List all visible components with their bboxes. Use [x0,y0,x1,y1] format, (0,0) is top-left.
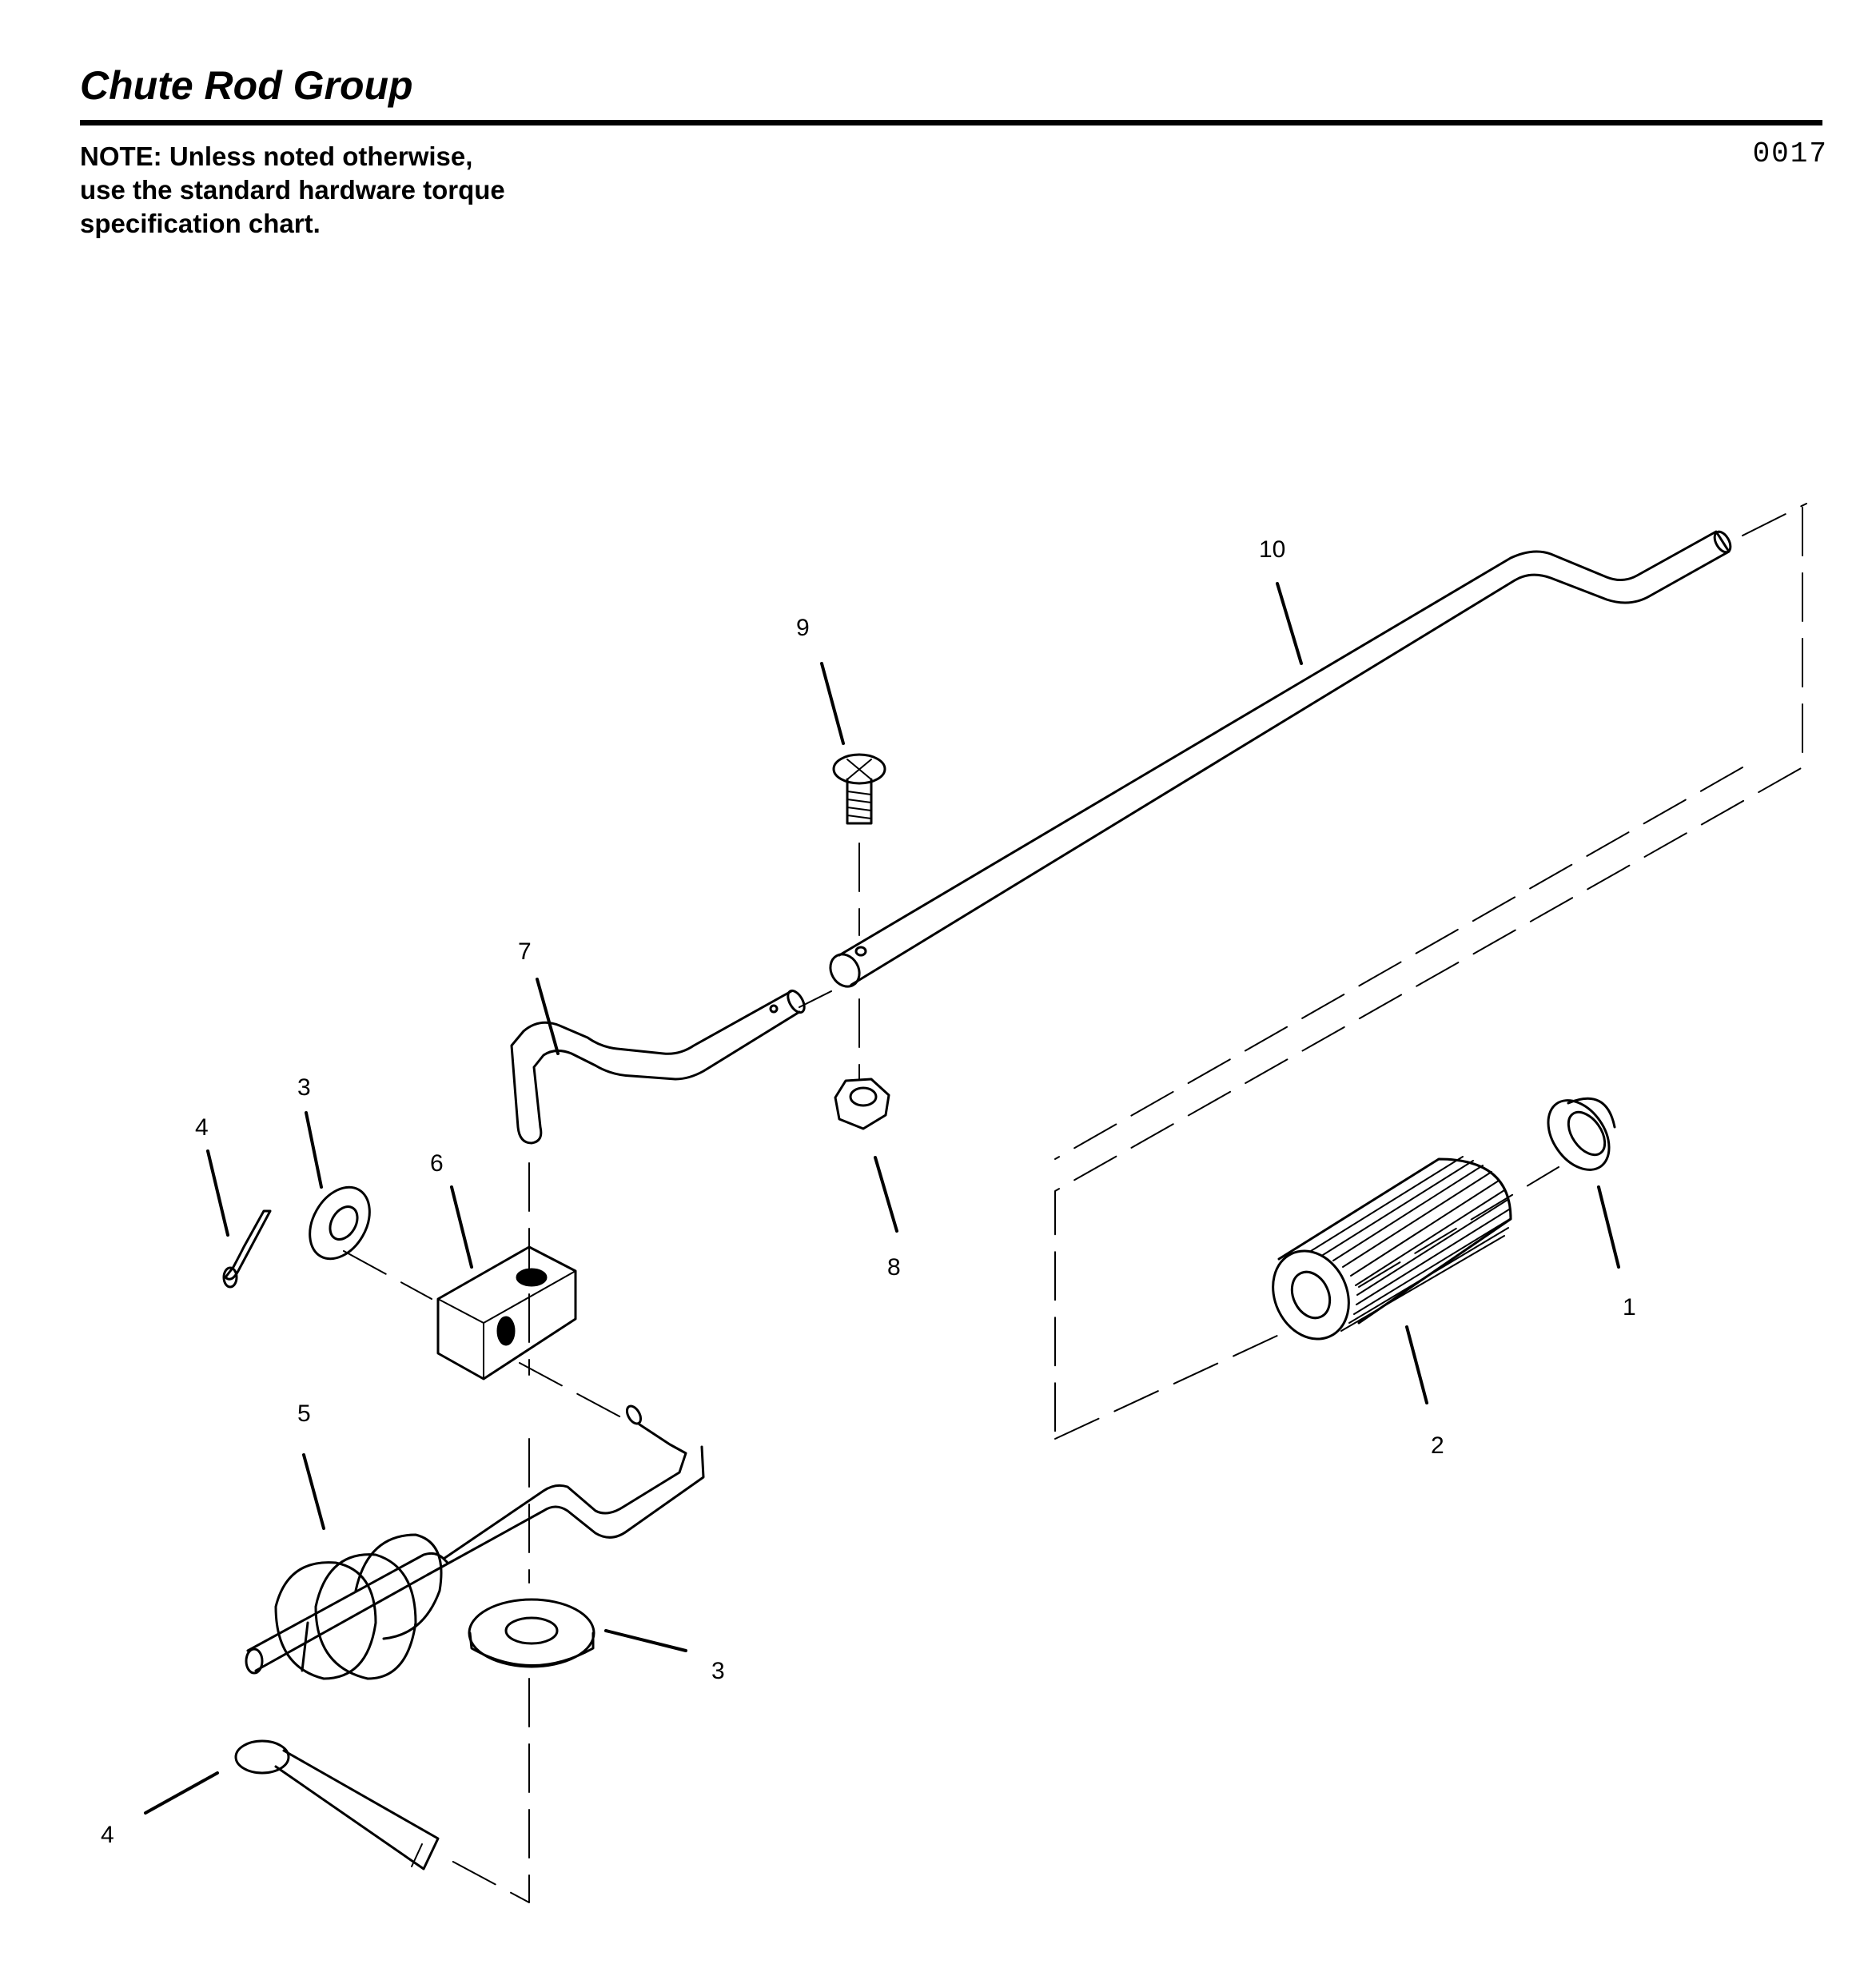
spring-rod-bent [426,1423,705,1576]
page-title: Chute Rod Group [80,63,413,108]
grip-box-lower-edge [1054,767,1743,1160]
spring-coil-3 [354,1533,443,1640]
callout-labels: 10 9 8 7 6 3 4 5 3 4 2 1 [101,536,1636,1848]
grip-bore [1290,1270,1332,1320]
cotter-pin-icon [222,1209,440,1870]
screw-threads [846,791,872,819]
flat-washer-icon [309,1185,595,1668]
callout-7: 7 [518,938,532,965]
grip-outline [1277,1157,1512,1325]
grip-knurl-lines [1310,1156,1511,1332]
grip-centerline [1054,1166,1559,1440]
washer-upper [309,1185,371,1261]
knurled-grip-icon [1272,1156,1512,1341]
hex-nut-hole [849,1086,878,1107]
leader-4a [206,1149,229,1237]
leader-4b [144,1771,219,1815]
leader-5 [302,1453,325,1530]
callout-2: 2 [1431,1432,1444,1459]
callout-9: 9 [796,615,810,641]
chute-rod-outline [838,530,1731,986]
callout-3b: 3 [711,1658,725,1684]
chute-rod-icon [829,530,1732,988]
leader-2 [1405,1325,1428,1404]
washer-lower [468,1598,595,1668]
cotter-pin-small [222,1209,272,1289]
screw-head [832,753,886,785]
callout-1: 1 [1623,1294,1636,1321]
leader-10 [1276,582,1303,665]
block-side-hole [496,1316,516,1346]
leader-3b [604,1629,687,1652]
callout-6: 6 [430,1150,444,1177]
screw-icon [832,753,886,825]
spring-coil-2 [314,1553,417,1680]
note-line-3: specification chart. [80,209,321,238]
block-washer-centerline [343,1250,432,1300]
leader-9 [820,662,845,745]
callout-5: 5 [297,1400,311,1427]
leader-7 [536,978,560,1055]
bent-rod-hole [769,1004,779,1014]
flanged-bushing-icon [1547,1097,1616,1171]
grip-box-upper-edge [1054,507,1803,1440]
leader-3a [305,1111,323,1189]
figure-code: 0017 [1752,137,1828,170]
leader-lines [144,582,1620,1815]
block-rod-centerline [519,1362,632,1424]
chute-rod-tip [1713,530,1732,554]
grip-front-face [1272,1249,1350,1341]
block-top-hole [516,1268,548,1287]
hex-nut-icon [834,1078,890,1130]
bent-rod-end [787,989,806,1014]
spring-rod-shaft [246,1552,449,1672]
block-outline [436,1245,577,1380]
screw-shank [846,778,873,825]
bent-rod-outline [510,990,801,1145]
rod-centerline [1742,503,1807,536]
callout-10: 10 [1259,536,1285,563]
chute-rod-hole [854,946,867,957]
screw-slot [846,759,872,780]
spring-tail [301,1621,309,1672]
title-divider [80,120,1822,125]
note-line-1: NOTE: Unless noted otherwise, [80,141,473,171]
spring-rod-icon [245,1404,705,1680]
leader-1 [1597,1185,1620,1269]
torque-note: NOTE: Unless noted otherwise, use the st… [80,140,639,241]
callout-4a: 4 [195,1114,209,1141]
callout-3a: 3 [297,1074,311,1101]
spring-coil-1 [274,1561,377,1680]
chute-rod-end [829,953,861,988]
bent-rod-icon [510,989,806,1145]
cotter-pin-large [234,1739,440,1870]
callout-4b: 4 [101,1822,114,1848]
leader-8 [874,1156,898,1233]
note-line-2: use the standard hardware torque [80,175,505,205]
vertical-centerline-pin [439,1678,530,1903]
callout-8: 8 [887,1254,901,1281]
leader-6 [450,1185,473,1269]
assembly-lines [343,503,1807,1903]
block-icon [436,1245,577,1380]
hex-nut-outline [834,1078,890,1130]
